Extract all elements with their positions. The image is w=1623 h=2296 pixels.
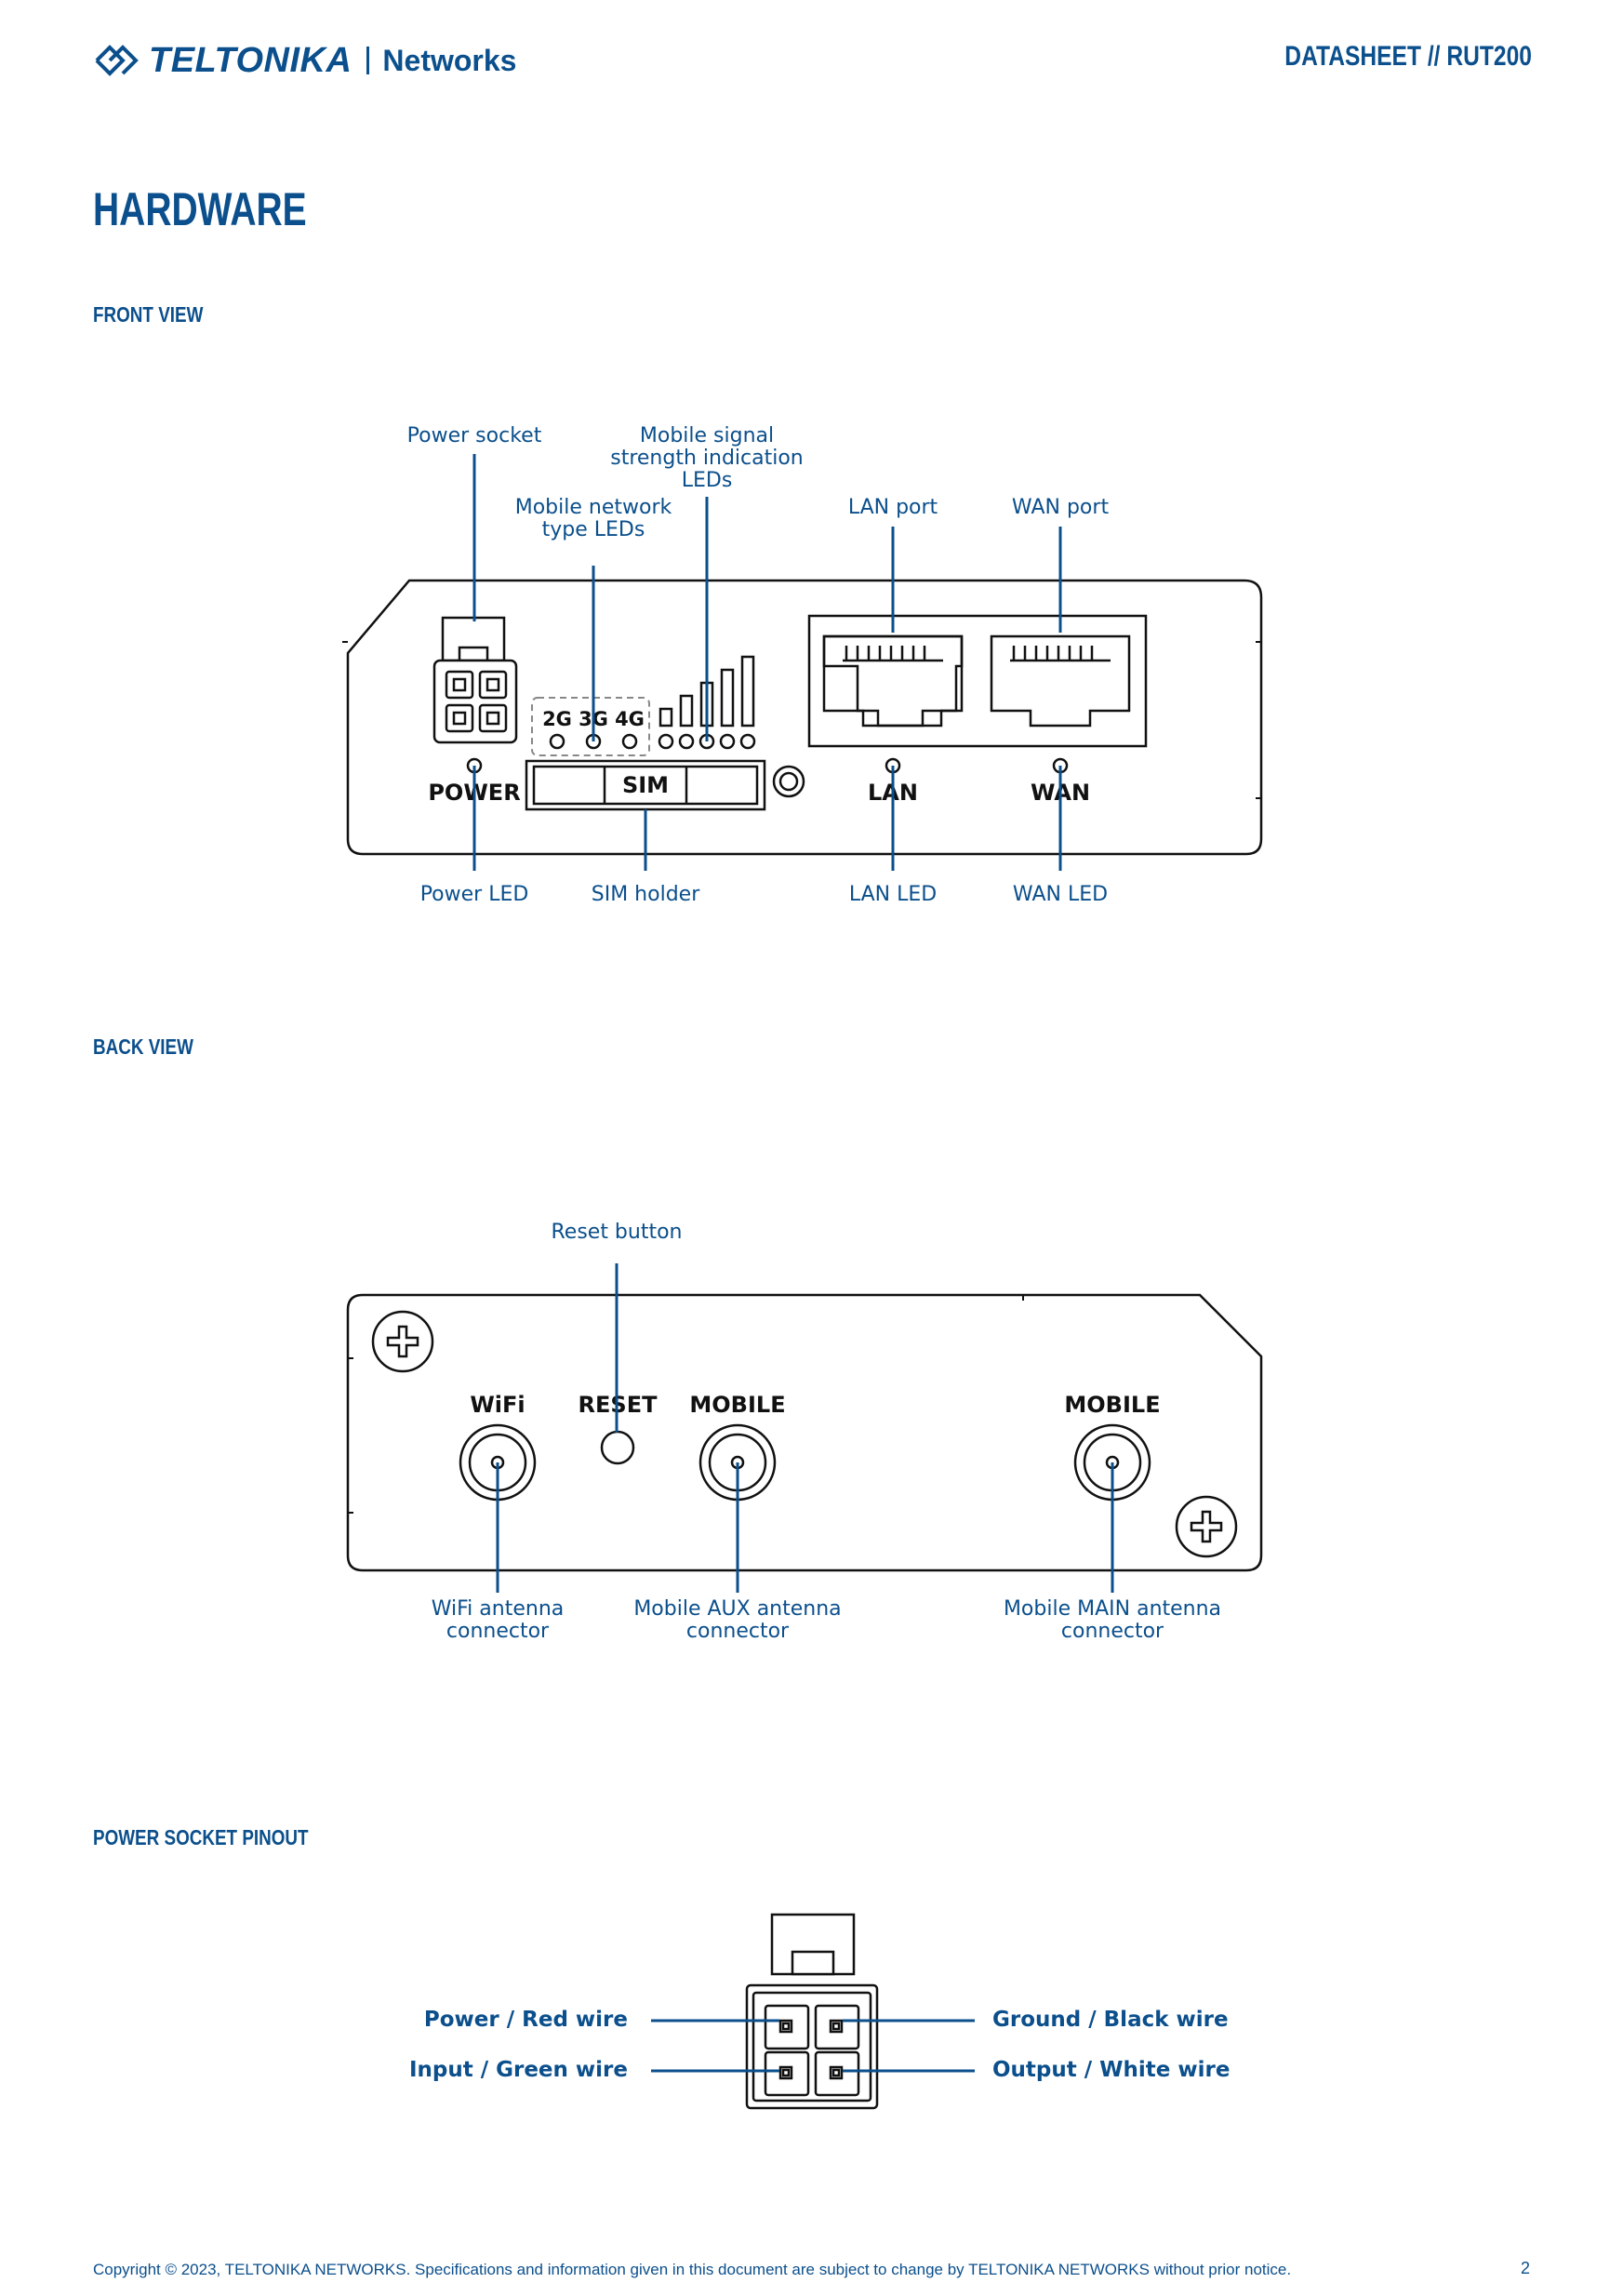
signal-leds-callout: Mobile signal strength indication LEDs	[610, 424, 804, 492]
led-2g-label: 2G	[542, 708, 572, 730]
wifi-antenna-callout: WiFi antenna connector	[431, 1597, 565, 1643]
brand-logo: TELTONIKA Networks	[93, 35, 516, 86]
wan-led-callout: WAN LED	[1012, 883, 1109, 906]
mobile-aux-panel-label: MOBILE	[689, 1392, 785, 1418]
led-4g-label: 4G	[615, 708, 645, 730]
back-chassis-outline	[346, 1293, 1263, 1572]
main-antenna-callout: Mobile MAIN antenna connector	[1003, 1597, 1222, 1643]
sim-holder-icon	[525, 759, 766, 811]
network-type-callout: Mobile network type LEDs	[514, 496, 672, 541]
document-title: DATASHEET // RUT200	[1284, 41, 1532, 72]
back-callout-lines	[496, 1263, 1114, 1593]
brand-suffix: Networks	[382, 43, 517, 77]
wan-port-callout: WAN port	[1011, 496, 1110, 519]
sim-label: SIM	[622, 772, 669, 798]
power-socket-icon	[432, 616, 518, 744]
back-view-heading: BACK VIEW	[93, 1035, 193, 1059]
pinout-lines	[651, 2019, 975, 2073]
signal-strength-bars-icon	[659, 655, 755, 728]
screw-top-left-icon	[371, 1310, 434, 1373]
aux-antenna-callout: Mobile AUX antenna connector	[633, 1597, 842, 1643]
mobile-main-panel-label: MOBILE	[1064, 1392, 1160, 1418]
copyright-notice: Copyright © 2023, TELTONIKA NETWORKS. Sp…	[93, 2261, 1292, 2278]
front-callout-lines	[472, 454, 1062, 871]
lan-port-pins	[843, 646, 943, 662]
brand-name: TELTONIKA	[149, 40, 353, 80]
front-screw-icon	[772, 765, 805, 798]
wifi-panel-label: WiFi	[470, 1392, 525, 1418]
pinout-socket-icon	[745, 1913, 879, 2110]
reset-button-callout: Reset button	[551, 1221, 683, 1244]
ground-wire-label: Ground / Black wire	[992, 2008, 1229, 2032]
lan-port-callout: LAN port	[847, 496, 938, 519]
power-led-callout: Power LED	[419, 883, 529, 906]
output-wire-label: Output / White wire	[992, 2058, 1231, 2082]
brand-divider	[366, 47, 370, 74]
sim-holder-callout: SIM holder	[591, 883, 700, 906]
signal-strength-leds	[658, 733, 756, 750]
pinout-heading: POWER SOCKET PINOUT	[93, 1825, 309, 1849]
screw-bottom-right-icon	[1175, 1495, 1238, 1558]
page-number: 2	[1520, 2259, 1530, 2277]
wan-port-icon	[990, 634, 1131, 728]
front-view-heading: FRONT VIEW	[93, 302, 204, 327]
teltonika-mark-icon	[95, 45, 139, 76]
wan-port-pins	[1010, 646, 1111, 662]
input-wire-label: Input / Green wire	[408, 2058, 628, 2082]
network-type-led-group	[531, 697, 650, 756]
section-title: HARDWARE	[93, 183, 307, 235]
power-socket-callout: Power socket	[406, 424, 542, 447]
lan-led-callout: LAN LED	[848, 883, 938, 906]
power-wire-label: Power / Red wire	[423, 2008, 628, 2032]
